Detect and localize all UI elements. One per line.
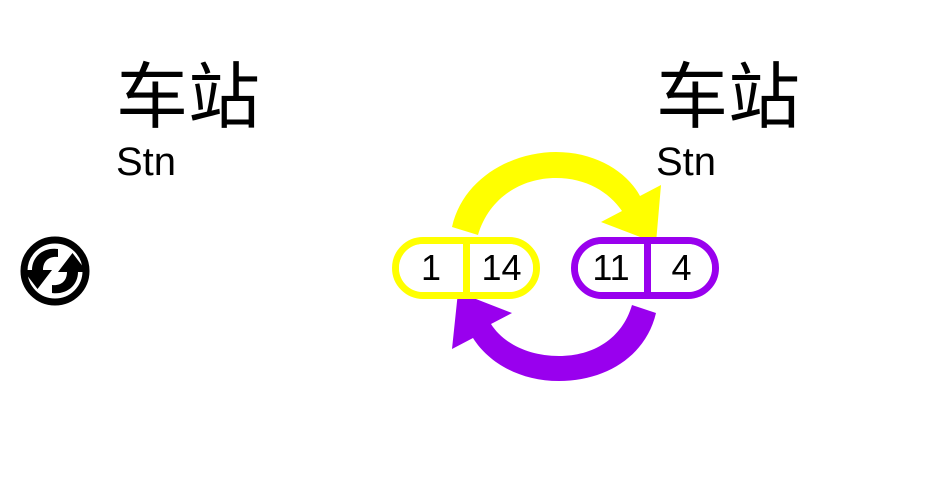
arrow-bottom-purple	[452, 292, 656, 381]
station-label-left: 车站 Stn	[116, 62, 260, 182]
arrow-top-yellow	[452, 152, 661, 243]
station-name-cn-right: 车站	[656, 58, 801, 138]
platform-capsule-yellow[interactable]: 1 14	[392, 237, 540, 299]
station-name-cn-left: 车站	[116, 58, 261, 138]
station-name-en-right: Stn	[656, 140, 717, 184]
platform-capsule-purple[interactable]: 11 4	[571, 237, 719, 299]
capsule-divider	[463, 244, 470, 292]
platform-number-cell: 1	[399, 244, 463, 292]
capsule-divider	[644, 244, 651, 292]
station-label-right: 车站 Stn	[656, 62, 800, 182]
interchange-transfer-icon	[17, 236, 93, 306]
platform-number-cell: 14	[470, 244, 533, 292]
platform-number-cell: 4	[651, 244, 712, 292]
station-name-en-left: Stn	[116, 140, 177, 184]
platform-number-cell: 11	[578, 244, 644, 292]
